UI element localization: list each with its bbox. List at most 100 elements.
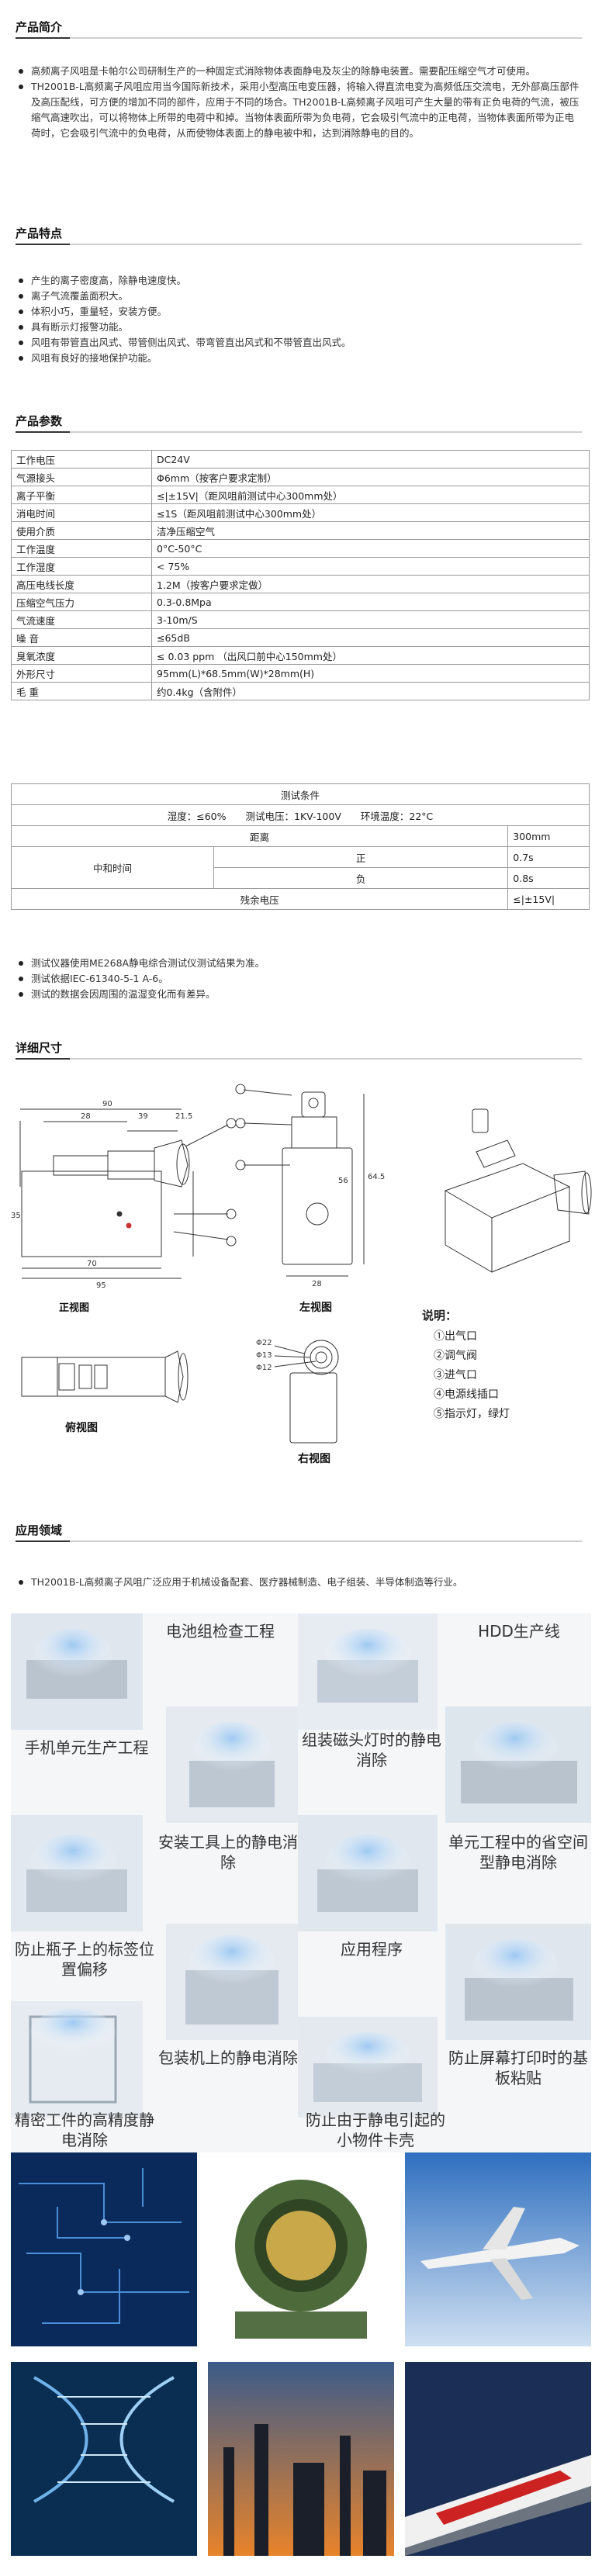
params-title: 产品参数 [16, 414, 63, 428]
list-item: 离子气流覆盖面积大。 [17, 289, 583, 304]
photo-circuit-board [11, 2152, 197, 2346]
legend-item: ④电源线插口 [434, 1388, 499, 1401]
dim-phi13: Φ13 [256, 1351, 272, 1360]
photo-airplane [405, 2152, 591, 2346]
app-label: 手机单元生产工程 [24, 1738, 149, 1757]
front-view [19, 1108, 237, 1279]
table-row: 工作湿度< 75% [11, 557, 590, 576]
apps-divider [16, 1540, 582, 1542]
front-dim-labels: 90 28 39 21.5 35 70 95 [11, 1100, 192, 1290]
app-label: HDD生产线 [478, 1622, 560, 1641]
dim-35: 35 [11, 1212, 21, 1220]
photo-dna [11, 2362, 197, 2556]
table-row: 毛 重约0.4kg（含附件） [11, 682, 590, 700]
list-item: TH2001B-L高频离子风咀应用当今国际新技术，采用小型高压电变压器，将输入得… [17, 79, 583, 141]
left-view [235, 1084, 365, 1277]
spec-value: ≤1S（距风咀前测试中心300mm处） [151, 503, 590, 522]
intro-divider [16, 37, 582, 39]
spec-key: 离子平衡 [11, 486, 152, 504]
dim-28-top: 28 [81, 1112, 91, 1121]
app-scene [298, 1613, 438, 1730]
list-item: 测试依据IEC-61340-5-1 A-6。 [17, 971, 583, 987]
app-label: 防止屏幕打印时的基板粘贴 [448, 2049, 588, 2087]
features-list: 产生的离子密度高，除静电速度快。 离子气流覆盖面积大。 体积小巧，重量轻，安装方… [17, 273, 583, 366]
spec-key: 工作湿度 [11, 557, 152, 576]
app-label: 单元工程中的省空间型静电消除 [448, 1833, 588, 1872]
photo-connector [208, 2152, 394, 2346]
list-item: 体积小巧，重量轻，安装方便。 [17, 304, 583, 320]
table-row: 消电时间≤1S（距风咀前测试中心300mm处） [11, 503, 590, 522]
spec-value: 95mm(L)*68.5mm(W)*28mm(H) [151, 664, 590, 683]
app-scene [445, 1924, 591, 2040]
legend-item: ①出气口 [434, 1330, 477, 1343]
residual-value: ≤|±15V| [507, 888, 590, 910]
app-scene [166, 1924, 298, 2040]
apps-list: TH2001B-L高频离子风咀广泛应用于机械设备配套、医疗器械制造、电子组装、半… [17, 1575, 583, 1590]
params-divider [16, 431, 582, 433]
spec-key: 压缩空气压力 [11, 593, 152, 611]
pos-label: 正 [213, 846, 509, 868]
neg-label: 负 [213, 867, 509, 889]
spec-key: 工作温度 [11, 539, 152, 558]
app-scene [11, 1613, 143, 1730]
list-item: 高频离子风咀是卡帕尔公司研制生产的一种固定式消除物体表面静电及灰尘的除静电装置。… [17, 64, 583, 79]
test-table: 测试条件 湿度：≤60% 测试电压：1KV-100V 环境温度：22°C 距离 … [10, 783, 590, 910]
spec-value: 1.2M（按客户要求定做） [151, 575, 590, 593]
top-caption: 俯视图 [65, 1421, 98, 1434]
table-row: 臭氧浓度≤ 0.03 ppm （出风口前中心150mm处） [11, 646, 590, 665]
photo-refinery [208, 2362, 394, 2556]
app-scene [445, 1706, 591, 1823]
residual-label: 残余电压 [10, 888, 509, 910]
left-caption: 左视图 [299, 1301, 332, 1314]
notes-list: 测试仪器使用ME268A静电综合测试仪测试结果为准。 测试依据IEC-61340… [17, 956, 583, 1002]
dim-95: 95 [96, 1281, 106, 1290]
dim-56: 56 [338, 1177, 348, 1185]
spec-value: Φ6mm（按客户要求定制） [151, 468, 590, 486]
front-caption: 正视图 [59, 1302, 89, 1314]
dim-21-5: 21.5 [175, 1112, 192, 1121]
table-row: 噪 音≤65dB [11, 628, 590, 647]
app-label: 包装机上的静电消除 [158, 2049, 298, 2067]
spec-key: 毛 重 [11, 682, 152, 700]
app-label: 防止由于静电引起的小物件卡壳 [306, 2111, 445, 2149]
spec-value: DC24V [151, 450, 590, 469]
time-label: 中和时间 [11, 846, 214, 889]
spec-value: 0°C-50°C [151, 539, 590, 558]
list-item: 产生的离子密度高，除静电速度快。 [17, 273, 583, 289]
legend-item: ②调气阀 [434, 1350, 477, 1362]
spec-key: 臭氧浓度 [11, 646, 152, 665]
left-dim-labels: 56 64.5 28 [312, 1173, 385, 1288]
app-labels-lower: 精密工件的高精度静电消除 防止由于静电引起的小物件卡壳 [11, 2111, 591, 2152]
features-title: 产品特点 [16, 226, 63, 240]
table-row: 湿度：≤60% 测试电压：1KV-100V 环境温度：22°C [11, 804, 590, 826]
table-row: 距离 300mm [10, 825, 590, 847]
app-scene [166, 1706, 298, 1823]
intro-list: 高频离子风咀是卡帕尔公司研制生产的一种固定式消除物体表面静电及灰尘的除静电装置。… [17, 64, 583, 141]
table-row: 负 0.8s [12, 867, 590, 889]
legend-item: ⑤指示灯，绿灯 [434, 1408, 510, 1420]
dims-divider [16, 1058, 582, 1060]
list-item: 风咀有带管直出风式、带管侧出风式、带弯管直出风式和不带管直出风式。 [17, 335, 583, 351]
app-label: 安装工具上的静电消除 [158, 1833, 298, 1872]
spec-key: 气流速度 [11, 610, 152, 629]
legend-title: 说明： [422, 1309, 458, 1323]
spec-key: 气源接头 [11, 468, 152, 486]
list-item: 具有断示灯报警功能。 [17, 320, 583, 335]
spec-value: 洁净压缩空气 [151, 521, 590, 540]
app-label: 电池组检查工程 [166, 1622, 275, 1641]
drawing-svg: 90 28 39 21.5 35 70 95 正视图 [11, 1084, 592, 1465]
industry-photos [11, 2152, 591, 2556]
dim-90: 90 [102, 1100, 112, 1108]
app-scene [11, 2001, 143, 2118]
spec-value: 约0.4kg（含附件） [151, 682, 590, 700]
list-item: 测试的数据会因周围的温湿变化而有差异。 [17, 987, 583, 1002]
app-scene [298, 1815, 438, 1931]
spec-value: 3-10m/S [151, 610, 590, 629]
app-scene [11, 1815, 143, 1931]
legend-item: ③进气口 [434, 1369, 477, 1381]
list-item: TH2001B-L高频离子风咀广泛应用于机械设备配套、医疗器械制造、电子组装、半… [17, 1575, 583, 1590]
right-dim-labels: Φ22 Φ13 Φ12 [256, 1339, 272, 1372]
